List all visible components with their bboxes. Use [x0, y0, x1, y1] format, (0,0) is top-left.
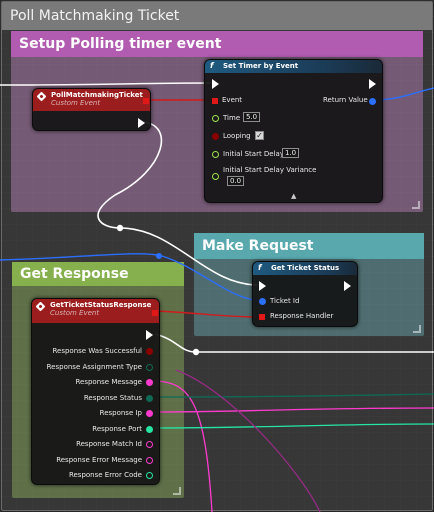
exec-input-pin[interactable] — [212, 79, 219, 89]
node-title: Get Ticket Status — [271, 264, 340, 272]
response-handler-label: Response Handler — [270, 312, 334, 320]
bool-output-pin[interactable] — [146, 348, 153, 355]
string-output-pin[interactable] — [146, 410, 153, 417]
response-handler-input-pin[interactable] — [259, 314, 265, 320]
event-input-pin[interactable] — [212, 98, 218, 104]
string-wire[interactable] — [175, 369, 321, 512]
comment-resize-grip[interactable] — [413, 325, 421, 333]
comment-title[interactable]: Make Request — [194, 233, 424, 259]
event-delegate-output-pin[interactable] — [143, 98, 149, 104]
exec-input-pin[interactable] — [259, 281, 266, 291]
exec-wire[interactable] — [0, 82, 214, 86]
then-output-pin[interactable] — [344, 281, 351, 291]
node-header[interactable]: PollMatchmakingTicket Custom Event — [33, 89, 150, 111]
comment-title[interactable]: Get Response — [12, 262, 184, 286]
string-wire[interactable] — [151, 380, 213, 512]
int-output-pin[interactable] — [146, 472, 153, 479]
string-output-pin[interactable] — [146, 379, 153, 386]
byte-output-pin[interactable] — [146, 363, 153, 371]
node-title: GetTicketStatusResponse — [50, 301, 152, 309]
wire-reroute-knot[interactable] — [116, 224, 124, 232]
string-output-pin[interactable] — [146, 456, 153, 464]
looping-label: Looping — [223, 132, 251, 140]
event-delegate-output-pin[interactable] — [152, 310, 158, 316]
looping-checkbox[interactable]: ✓ — [255, 131, 264, 140]
advanced-display-toggle[interactable]: ▲ — [291, 192, 297, 200]
int-wire[interactable] — [151, 423, 434, 429]
initial-start-delay-label: Initial Start Delay — [223, 150, 284, 158]
node-header[interactable]: GetTicketStatusResponse Custom Event — [32, 299, 159, 323]
exec-output-pin[interactable] — [146, 330, 153, 340]
output-pin-label: Response Error Code — [68, 471, 142, 479]
wire-reroute-knot[interactable] — [156, 253, 162, 259]
comment-title[interactable]: Setup Polling timer event — [11, 31, 423, 57]
node-subtitle: Custom Event — [51, 99, 101, 107]
node-header[interactable]: f Set Timer by Event — [205, 60, 382, 73]
int-output-pin[interactable] — [146, 425, 153, 433]
byte-wire[interactable] — [151, 393, 434, 398]
comment-title[interactable]: Poll Matchmaking Ticket — [2, 2, 432, 30]
time-value-field[interactable]: 5.0 — [243, 112, 261, 122]
exec-wire[interactable] — [97, 121, 259, 286]
ticket-id-input-pin[interactable] — [259, 298, 266, 305]
object-wire[interactable] — [373, 87, 434, 101]
output-pin-label: Response Status — [83, 393, 142, 402]
return-value-output-pin[interactable] — [369, 98, 376, 105]
output-pin-label: Response Was Successful — [52, 347, 142, 355]
comment-resize-grip[interactable] — [412, 201, 420, 209]
initial-start-delay-input-pin[interactable] — [212, 151, 219, 158]
byte-output-pin[interactable] — [146, 394, 153, 402]
exec-output-pin[interactable] — [138, 118, 145, 128]
output-pin-label: Response Message — [75, 378, 142, 386]
event-diamond-icon — [35, 301, 46, 312]
node-title: Set Timer by Event — [223, 62, 299, 70]
exec-wire[interactable] — [154, 333, 434, 353]
initial-start-delay-variance-label: Initial Start Delay Variance — [223, 166, 317, 174]
delegate-wire[interactable] — [155, 310, 260, 318]
get-ticket-status-node[interactable]: f Get Ticket Status Ticket Id Response H… — [252, 261, 358, 327]
looping-input-pin[interactable] — [212, 133, 219, 140]
poll-matchmaking-ticket-event-node[interactable]: PollMatchmakingTicket Custom Event — [32, 88, 151, 131]
object-wire[interactable] — [0, 253, 263, 302]
node-title: PollMatchmakingTicket — [51, 91, 143, 99]
initial-start-delay-variance-value-field[interactable]: 0.0 — [227, 176, 245, 186]
time-label: Time — [223, 114, 241, 122]
event-diamond-icon — [36, 91, 47, 102]
comment-resize-grip[interactable] — [173, 487, 181, 495]
node-subtitle: Custom Event — [50, 309, 100, 317]
node-header[interactable]: f Get Ticket Status — [253, 262, 357, 275]
time-input-pin[interactable] — [212, 115, 219, 122]
function-icon: f — [210, 61, 214, 70]
return-value-label: Return Value — [323, 96, 368, 104]
output-pin-label: Response Error Message — [56, 455, 142, 464]
output-pin-label: Response Assignment Type — [46, 362, 142, 371]
function-icon: f — [258, 263, 262, 272]
get-ticket-status-response-event-node[interactable]: GetTicketStatusResponse Custom Event Res… — [31, 298, 160, 485]
string-output-pin[interactable] — [146, 441, 153, 448]
set-timer-by-event-node[interactable]: f Set Timer by Event Event Return Value … — [204, 59, 383, 203]
event-label: Event — [222, 96, 243, 104]
wire-reroute-knot[interactable] — [192, 348, 200, 356]
string-wire[interactable] — [151, 407, 434, 413]
output-pin-label: Response Port — [92, 424, 142, 433]
initial-start-delay-value-field[interactable]: 1.0 — [282, 148, 300, 158]
then-output-pin[interactable] — [369, 79, 376, 89]
output-pin-label: Response Ip — [99, 409, 142, 417]
output-pin-label: Response Match Id — [76, 440, 142, 448]
ticket-id-label: Ticket Id — [270, 297, 300, 305]
initial-start-delay-variance-input-pin[interactable] — [212, 173, 219, 180]
